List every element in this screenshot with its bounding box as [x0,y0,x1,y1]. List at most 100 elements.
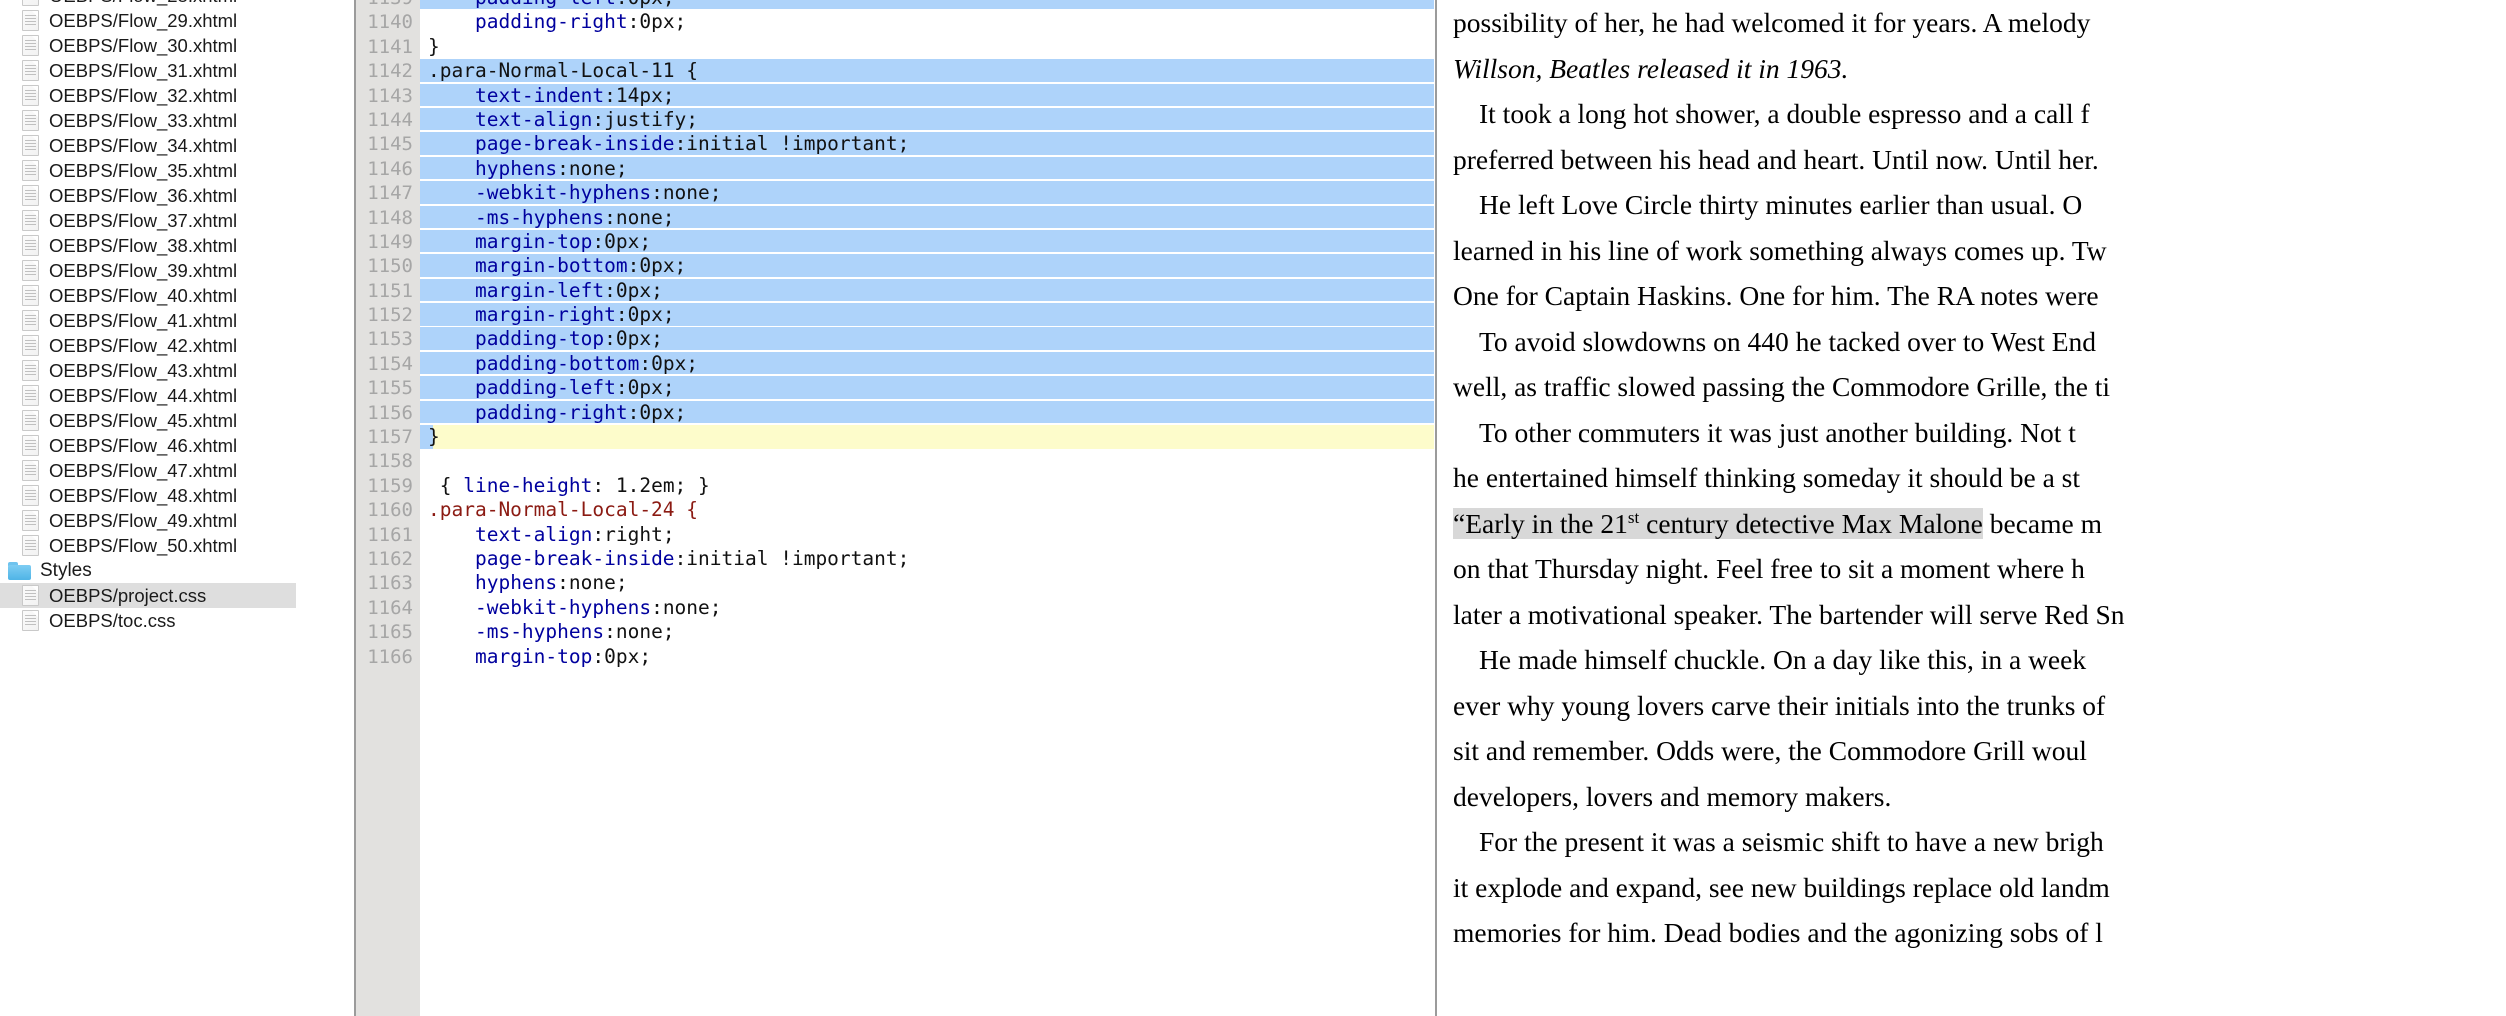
code-line[interactable]: text-align:right; [420,523,1434,547]
code-line[interactable]: page-break-inside:initial !important; [420,547,1434,571]
tree-file-item[interactable]: OEBPS/Flow_46.xhtml [0,433,296,458]
code-line-text: .para-Normal-Local-11 { [428,59,698,82]
code-line[interactable]: -ms-hyphens:none; [420,205,1434,230]
line-number: 1162 [367,547,413,570]
code-line[interactable]: padding-bottom:0px; [420,351,1434,376]
line-number: 1140 [367,11,413,34]
preview-text-line: learned in his line of work something al… [1453,234,2107,266]
tree-file-item[interactable]: OEBPS/Flow_33.xhtml [0,108,296,133]
code-token: padding-right [474,10,628,34]
code-token: hyphens [474,156,558,180]
tree-file-item[interactable]: OEBPS/Flow_49.xhtml [0,508,296,533]
code-line[interactable]: padding-right:0px; [420,400,1434,425]
code-line[interactable]: text-align:justify; [420,107,1434,132]
code-line[interactable]: .para-Normal-Local-24 { [420,498,1434,522]
line-number: 1139 [356,0,413,10]
preview-pane[interactable]: possibility of her, he had welcomed it f… [1435,0,2506,1016]
tree-file-item[interactable]: OEBPS/Flow_35.xhtml [0,158,296,183]
tree-item-label: OEBPS/Flow_44.xhtml [49,385,238,406]
code-line[interactable]: page-break-inside:initial !important; [420,132,1434,156]
code-line[interactable]: } [420,425,1434,450]
code-editor-pane[interactable]: 1139114011411142114311441145114611471148… [296,0,1435,1016]
code-line[interactable]: margin-top:0px; [420,229,1434,254]
code-token: :none; [651,181,722,205]
code-line-text: -webkit-hyphens:none; [428,596,722,619]
code-line[interactable] [420,449,1434,473]
code-line-text: } [428,35,440,58]
line-number: 1166 [367,645,413,668]
code-token: padding-left [474,376,616,400]
code-line[interactable]: -webkit-hyphens:none; [420,181,1434,205]
tree-file-item[interactable]: OEBPS/Flow_50.xhtml [0,533,296,558]
tree-file-item[interactable]: OEBPS/Flow_28.xhtml [0,0,296,8]
preview-text-line: developers, lovers and memory makers. [1453,780,1892,812]
code-line[interactable]: padding-top:0px; [420,327,1434,351]
tree-file-item[interactable]: OEBPS/Flow_39.xhtml [0,258,296,283]
tree-folder-item[interactable]: Styles [0,558,296,583]
selection-highlight [420,205,1434,229]
document-icon [22,110,39,131]
code-line[interactable]: padding-right:0px; [420,10,1434,34]
code-line-text: } [428,425,440,448]
code-line-text: padding-top:0px; [428,327,663,350]
tree-file-item[interactable]: OEBPS/Flow_29.xhtml [0,8,296,33]
code-line[interactable]: hyphens:none; [420,156,1434,181]
code-line-text: .para-Normal-Local-24 { [428,498,698,521]
code-token: } [428,34,440,58]
code-line-text: padding-left:0px; [428,0,675,9]
tree-file-item[interactable]: OEBPS/Flow_41.xhtml [0,308,296,333]
code-line[interactable]: margin-top:0px; [420,645,1434,669]
tree-file-item[interactable]: OEBPS/Flow_34.xhtml [0,133,296,158]
code-line[interactable]: text-indent:14px; [420,83,1434,108]
code-line[interactable]: { line-height: 1.2em; } [420,474,1434,498]
tree-file-item[interactable]: OEBPS/Flow_32.xhtml [0,83,296,108]
tree-item-label: OEBPS/project.css [49,585,207,606]
selection-highlight [420,83,1434,107]
tree-file-item[interactable]: OEBPS/Flow_40.xhtml [0,283,296,308]
tree-file-item[interactable]: OEBPS/toc.css [0,608,296,633]
preview-text-line: “Early in the 21st century detective Max… [1453,501,2506,547]
tree-item-label: OEBPS/Flow_49.xhtml [49,510,238,531]
code-line[interactable]: padding-left:0px; [420,0,1434,10]
file-tree[interactable]: OEBPS/Flow_28.xhtmlOEBPS/Flow_29.xhtmlOE… [0,0,296,633]
tree-file-item[interactable]: OEBPS/Flow_30.xhtml [0,33,296,58]
code-text-area[interactable]: padding-left:0px; padding-right:0px;}.pa… [420,0,1434,1016]
tree-file-item[interactable]: OEBPS/Flow_31.xhtml [0,58,296,83]
document-icon [22,460,39,481]
code-token: :0px; [615,376,675,400]
code-line[interactable]: margin-bottom:0px; [420,254,1434,278]
tree-file-item[interactable]: OEBPS/Flow_45.xhtml [0,408,296,433]
tree-file-item[interactable]: OEBPS/Flow_47.xhtml [0,458,296,483]
document-icon [22,60,39,81]
preview-text-line: To avoid slowdowns on 440 he tacked over… [1479,325,2097,357]
code-token: text-align [474,107,593,131]
tree-file-item[interactable]: OEBPS/Flow_37.xhtml [0,208,296,233]
code-line[interactable]: } [420,35,1434,59]
document-icon [22,360,39,381]
book-browser-sidebar[interactable]: OEBPS/Flow_28.xhtmlOEBPS/Flow_29.xhtmlOE… [0,0,296,1016]
tree-file-item[interactable]: OEBPS/Flow_38.xhtml [0,233,296,258]
code-token: :none; [557,571,628,595]
tree-file-item[interactable]: OEBPS/Flow_48.xhtml [0,483,296,508]
tree-file-item[interactable]: OEBPS/project.css [0,583,296,608]
tree-file-item[interactable]: OEBPS/Flow_44.xhtml [0,383,296,408]
line-number: 1149 [367,230,413,253]
code-line[interactable]: hyphens:none; [420,571,1434,595]
code-line[interactable]: margin-left:0px; [420,278,1434,303]
tree-file-item[interactable]: OEBPS/Flow_43.xhtml [0,358,296,383]
line-number: 1148 [367,206,413,229]
selection-highlight [420,400,1434,424]
document-icon [22,410,39,431]
tree-item-label: OEBPS/Flow_36.xhtml [49,185,238,206]
code-line[interactable]: margin-right:0px; [420,303,1434,327]
tree-file-item[interactable]: OEBPS/Flow_42.xhtml [0,333,296,358]
document-icon [22,385,39,406]
code-line[interactable]: padding-left:0px; [420,376,1434,400]
code-line[interactable]: -ms-hyphens:none; [420,620,1434,644]
code-line-text: -ms-hyphens:none; [428,620,675,643]
tree-file-item[interactable]: OEBPS/Flow_36.xhtml [0,183,296,208]
selection-highlight [420,327,1434,350]
code-line[interactable]: .para-Normal-Local-11 { [420,59,1434,83]
selection-caret [420,425,433,450]
code-line[interactable]: -webkit-hyphens:none; [420,596,1434,620]
